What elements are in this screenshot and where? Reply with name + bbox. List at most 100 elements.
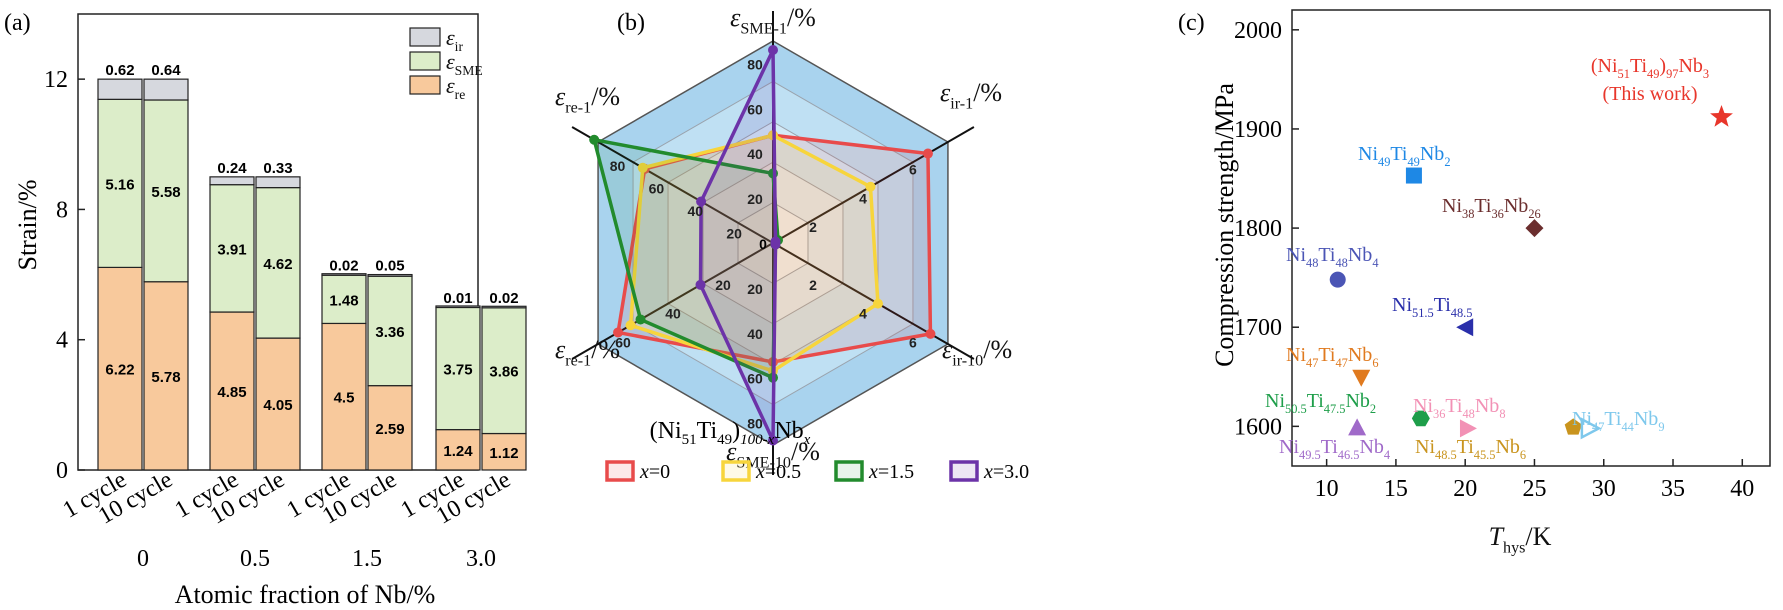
bar-value-label: 1.48	[329, 292, 358, 309]
scatter-point-label: Ni49.5Ti46.5Nb4	[1279, 436, 1390, 462]
radar-tick-label: 20	[747, 191, 763, 207]
radar-axis	[571, 242, 774, 360]
scatter-point	[1564, 418, 1582, 435]
radar-tick-label: 6	[909, 161, 917, 177]
x-tick-label: 30	[1592, 476, 1616, 502]
radar-tick-label: 80	[610, 158, 626, 174]
bar-segment	[435, 305, 481, 309]
radar-tick-label: 40	[665, 306, 681, 322]
bar-segment	[143, 99, 189, 283]
y-tick-label: 1800	[1234, 216, 1282, 242]
bar-segment	[97, 78, 143, 100]
bar-segment	[367, 275, 413, 387]
y-tick-label: 1900	[1234, 117, 1282, 143]
radar-point	[768, 435, 778, 446]
radar-tick-label: 60	[747, 371, 763, 387]
radar-tick-label: 20	[726, 226, 742, 242]
radar-point	[925, 328, 936, 339]
bar-segment	[367, 385, 413, 471]
radar-legend-label: x=1.5	[868, 461, 914, 483]
bar-segment	[367, 273, 413, 277]
x-tick-label: 35	[1661, 476, 1685, 502]
radar-point	[865, 181, 876, 192]
bar-value-label: 0.33	[263, 160, 292, 177]
radar-tick-label: 40	[747, 326, 763, 342]
x-axis-label: Thys/K	[1489, 522, 1552, 556]
radar-point	[695, 279, 706, 290]
bar-value-label: 1.12	[489, 445, 518, 462]
bar-value-label: 6.22	[105, 362, 134, 379]
radar-axis-title: εir-10/%	[942, 335, 1012, 369]
radar-legend-swatch	[834, 460, 864, 482]
bar-segment	[321, 273, 367, 276]
plot-frame	[1291, 9, 1771, 467]
radar-tick-label: 2	[809, 277, 817, 293]
radar-tick-label: 60	[747, 101, 763, 117]
radar-tick-label: 40	[747, 146, 763, 162]
radar-point	[872, 298, 883, 309]
bar-segment	[481, 305, 527, 309]
y-tick-label: 8	[56, 197, 68, 223]
radar-point	[768, 44, 778, 55]
radar-point	[637, 162, 648, 173]
bar-value-label: 3.91	[217, 241, 246, 258]
bar-value-label: 3.75	[443, 362, 472, 379]
bar-value-label: 0.62	[105, 62, 134, 79]
y-tick-label: 12	[44, 67, 68, 93]
legend-swatch	[409, 51, 441, 71]
panel-b-label: (b)	[617, 10, 645, 36]
x-group-label: 0	[137, 546, 149, 572]
radar-point	[696, 196, 707, 207]
radar-legend-swatch	[949, 460, 979, 482]
x-group-label: 1.5	[352, 546, 382, 572]
bar-segment	[255, 176, 301, 189]
bar-value-label: 0.02	[489, 290, 518, 307]
legend-label: εre	[446, 73, 465, 102]
radar-axis-title: εSME-10/%	[726, 437, 820, 471]
bar-value-label: 3.36	[375, 324, 404, 341]
bar-segment	[255, 337, 301, 471]
radar-legend-label: x=0.5	[755, 461, 801, 483]
scatter-point-label: (Ni51Ti49)97Nb3	[1591, 55, 1709, 81]
scatter-point-label: Ni51.5Ti48.5	[1392, 294, 1472, 320]
bar-segment	[321, 322, 367, 471]
legend-label: εir	[446, 25, 463, 54]
radar-point	[625, 320, 636, 331]
bar-value-label: 0.05	[375, 258, 404, 275]
scatter-point	[1580, 417, 1602, 440]
panel-b-radar-chart: (b) 204060802462462040608020406020406080…	[555, 3, 1029, 483]
scatter-point	[1348, 418, 1367, 436]
bar-segment	[481, 307, 527, 435]
radar-point	[770, 239, 781, 250]
scatter-point	[1405, 167, 1422, 184]
radar-point	[922, 148, 933, 159]
radar-tick-label: 20	[747, 281, 763, 297]
bar-segment	[255, 187, 301, 339]
legend-swatch	[409, 27, 441, 47]
scatter-point	[1459, 419, 1477, 438]
y-tick-label: 4	[56, 328, 68, 354]
x-tick-label: 10	[1315, 476, 1339, 502]
panel-c-label: (c)	[1178, 10, 1205, 36]
scatter-point	[1456, 318, 1474, 337]
radar-tick-label: 20	[715, 277, 731, 293]
radar-point	[635, 314, 646, 325]
x-tick-label: 20	[1453, 476, 1477, 502]
bar-value-label: 4.5	[334, 390, 355, 407]
radar-axis-title: εir-1/%	[940, 78, 1002, 112]
radar-tick-label: 40	[687, 203, 703, 219]
bar-value-label: 2.59	[375, 421, 404, 438]
radar-tick-label: 4	[859, 306, 867, 322]
bar-segment	[209, 184, 255, 313]
radar-legend-title: (Ni51Ti49)100-xNbx	[650, 418, 811, 448]
radar-axis-title: εre-1/%	[555, 82, 620, 116]
scatter-point-label: Ni48Ti48Nb4	[1286, 244, 1379, 270]
x-group-label: 3.0	[466, 546, 496, 572]
panel-a-label: (a)	[4, 10, 31, 36]
bar-value-label: 4.85	[217, 384, 246, 401]
radar-legend-swatch	[605, 460, 635, 482]
radar-tick-label: 4	[859, 190, 867, 206]
scatter-point	[1525, 219, 1544, 238]
